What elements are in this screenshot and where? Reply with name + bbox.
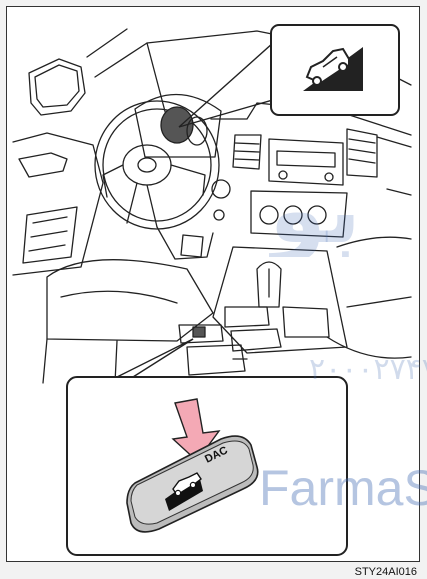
- indicator-callout: [179, 25, 399, 127]
- illustration-frame: DAC ﺑﻮ ۲۰۰۰۲۷۴۷۲ FarmaS: [6, 6, 420, 562]
- door-handle: [19, 153, 67, 177]
- figure-code: STY24AI016: [355, 566, 417, 578]
- steering-emblem: [138, 158, 156, 172]
- switch-callout: DAC: [67, 339, 347, 555]
- watermark-secondary: ۲۰۰۰۲۷۴۷۲: [309, 352, 427, 387]
- watermark-brand: FarmaS: [259, 459, 427, 517]
- side-mirror: [29, 59, 85, 115]
- driver-seat: [47, 260, 213, 341]
- watermark-primary: ﺑﻮ: [269, 165, 427, 257]
